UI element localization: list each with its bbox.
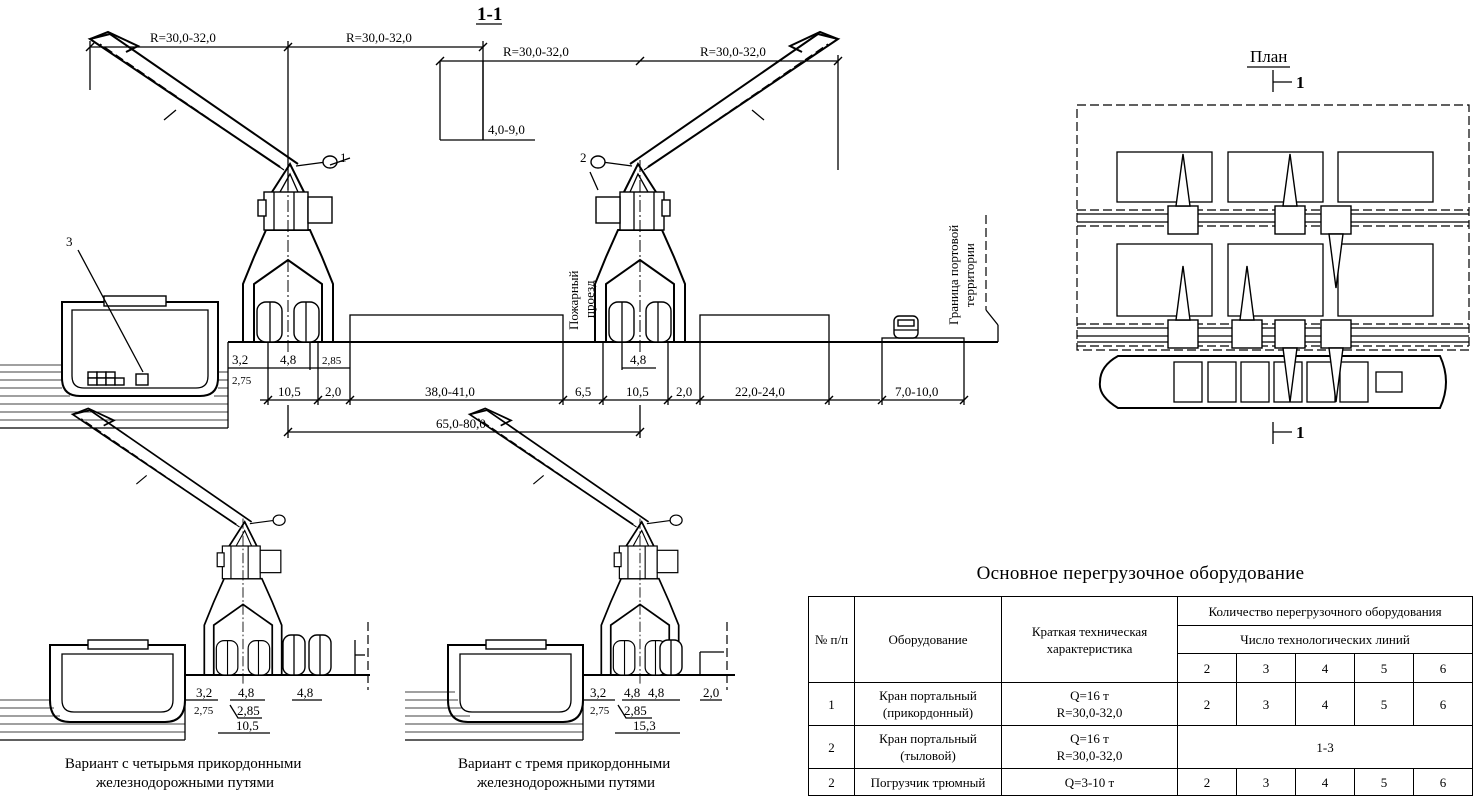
svg-text:1: 1 bbox=[1296, 73, 1305, 92]
line-count: 2 bbox=[1177, 653, 1237, 683]
radius-label-4: R=30,0-32,0 bbox=[700, 44, 766, 59]
plan-view: План 1 1 bbox=[1076, 47, 1470, 444]
section-1-1: 1-1 R=30,0-32,0 R=30,0-32,0 R=30,0-32,0 … bbox=[0, 4, 999, 438]
cargo-boxes bbox=[87, 371, 149, 386]
variant-right-caption: Вариант с тремя прикордонными железнодор… bbox=[458, 756, 674, 791]
svg-text:2,0: 2,0 bbox=[325, 384, 341, 399]
plan-title: План bbox=[1250, 47, 1287, 66]
equipment-table: № п/п Оборудование Краткая техническая х… bbox=[808, 596, 1473, 796]
svg-text:10,5: 10,5 bbox=[278, 384, 301, 399]
variant-three-tracks: 3,2 2,75 4,8 4,8 2,0 2,85 15,3 bbox=[405, 407, 735, 741]
svg-text:2,0: 2,0 bbox=[703, 685, 719, 700]
header-lines: Число технологических линий bbox=[1176, 625, 1473, 654]
variant-four-tracks: 3,2 2,75 4,8 4,8 2,85 10,5 bbox=[0, 407, 370, 741]
radius-label-2: R=30,0-32,0 bbox=[346, 30, 412, 45]
height-label: 4,0-9,0 bbox=[488, 122, 525, 137]
section-dimensions: 3,2 2,75 4,8 2,85 10,5 2,0 bbox=[228, 342, 969, 438]
svg-text:3,2: 3,2 bbox=[196, 685, 212, 700]
radius-label-3: R=30,0-32,0 bbox=[503, 44, 569, 59]
svg-text:1: 1 bbox=[1296, 423, 1305, 442]
header-spec: Краткая техническая характеристика bbox=[1001, 596, 1178, 683]
svg-text:4,8: 4,8 bbox=[280, 352, 296, 367]
svg-text:65,0-80,0: 65,0-80,0 bbox=[436, 416, 486, 431]
svg-text:2,85: 2,85 bbox=[322, 355, 342, 367]
svg-text:2,75: 2,75 bbox=[232, 375, 252, 387]
section-mark-bottom: 1 bbox=[1272, 422, 1305, 444]
svg-text:2,75: 2,75 bbox=[194, 705, 214, 717]
warehouse-2 bbox=[699, 314, 830, 343]
svg-text:7,0-10,0: 7,0-10,0 bbox=[895, 384, 938, 399]
svg-text:4,8: 4,8 bbox=[238, 685, 254, 700]
svg-text:3,2: 3,2 bbox=[232, 352, 248, 367]
fire-lane-label: Пожарный проезд bbox=[566, 267, 597, 330]
svg-text:4,8: 4,8 bbox=[624, 685, 640, 700]
label-1: 1 bbox=[340, 150, 347, 165]
svg-text:10,5: 10,5 bbox=[236, 718, 259, 733]
svg-text:2,0: 2,0 bbox=[676, 384, 692, 399]
svg-text:4,8: 4,8 bbox=[630, 352, 646, 367]
plan-ship bbox=[1098, 355, 1447, 409]
label-2: 2 bbox=[580, 150, 587, 165]
svg-text:4,8: 4,8 bbox=[297, 685, 313, 700]
truck-icon bbox=[893, 315, 919, 339]
header-num: № п/п bbox=[808, 596, 855, 683]
table-title: Основное перегрузочное оборудование bbox=[976, 563, 1305, 584]
header-quantity: Количество перегрузочного оборудования bbox=[1176, 596, 1473, 626]
header-equipment: Оборудование bbox=[854, 596, 1002, 683]
svg-text:22,0-24,0: 22,0-24,0 bbox=[735, 384, 785, 399]
table-row: 2 Погрузчик трюмный Q=3-10 т 2 3 4 5 6 bbox=[808, 768, 1473, 796]
svg-text:2,85: 2,85 bbox=[624, 703, 647, 718]
boundary-label: Граница портовой территории bbox=[946, 222, 977, 325]
svg-text:2,85: 2,85 bbox=[237, 703, 260, 718]
warehouse-1 bbox=[349, 314, 564, 343]
svg-text:15,3: 15,3 bbox=[633, 718, 656, 733]
line-count: 6 bbox=[1412, 653, 1473, 683]
radius-label-1: R=30,0-32,0 bbox=[150, 30, 216, 45]
label-3: 3 bbox=[66, 234, 73, 249]
section-title: 1-1 bbox=[477, 4, 502, 25]
svg-text:10,5: 10,5 bbox=[626, 384, 649, 399]
line-count: 3 bbox=[1236, 653, 1296, 683]
svg-text:2,75: 2,75 bbox=[590, 705, 610, 717]
line-count: 4 bbox=[1295, 653, 1355, 683]
svg-text:4,8: 4,8 bbox=[648, 685, 664, 700]
variant-left-caption: Вариант с четырьмя прикордонными железно… bbox=[65, 756, 305, 791]
svg-text:3,2: 3,2 bbox=[590, 685, 606, 700]
svg-text:38,0-41,0: 38,0-41,0 bbox=[425, 384, 475, 399]
ship-hull bbox=[61, 301, 219, 397]
portal-crane-2 bbox=[590, 31, 839, 353]
section-mark-top: 1 bbox=[1272, 70, 1305, 92]
svg-text:6,5: 6,5 bbox=[575, 384, 591, 399]
line-count: 5 bbox=[1354, 653, 1414, 683]
